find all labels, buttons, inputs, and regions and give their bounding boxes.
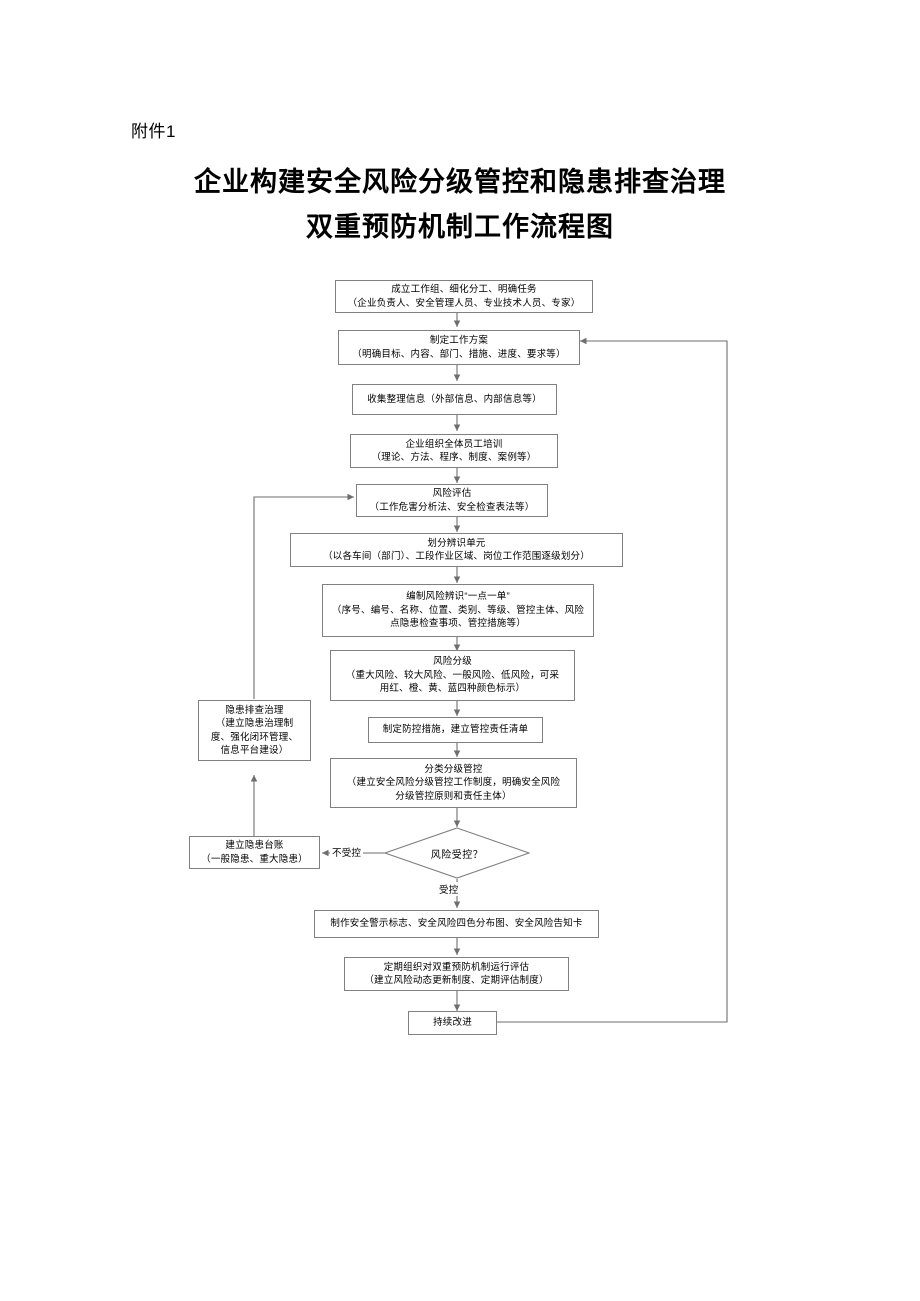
flow-node-identification-units[interactable]: 划分辨识单元 （以各车间（部门）、工段作业区域、岗位工作范围逐级划分）	[290, 533, 623, 567]
flow-node-line: 风险分级	[433, 656, 472, 668]
flow-node-line: 编制风险辨识“一点一单”	[406, 591, 510, 603]
flow-node-risk-assessment[interactable]: 风险评估 （工作危害分析法、安全检查表法等）	[356, 484, 548, 517]
flow-node-establish-workgroup[interactable]: 成立工作组、细化分工、明确任务 （企业负责人、安全管理人员、专业技术人员、专家）	[335, 280, 593, 313]
edge-label-not-controlled: 不受控	[330, 845, 364, 859]
flow-node-line: （一般隐患、重大隐患）	[201, 853, 308, 865]
flow-node-line: 持续改进	[433, 1017, 472, 1029]
flow-node-line: 分类分级管控	[424, 763, 483, 775]
flow-node-line: 信息平台建设）	[220, 745, 289, 756]
flow-node-line: 企业组织全体员工培训	[405, 438, 503, 450]
flow-node-continuous-improvement[interactable]: 持续改进	[408, 1011, 497, 1035]
flow-node-line: （企业负责人、安全管理人员、专业技术人员、专家）	[347, 297, 581, 309]
flow-node-risk-controlled-decision[interactable]: 风险受控？	[384, 827, 530, 879]
flow-node-line: 分级管控原则和责任主体）	[395, 790, 512, 802]
flow-node-line: （重大风险、较大风险、一般风险、低风险，可采	[345, 669, 560, 681]
flow-node-work-plan[interactable]: 制定工作方案 （明确目标、内容、部门、措施、进度、要求等）	[338, 330, 580, 365]
flow-node-line: 定期组织对双重预防机制运行评估	[383, 961, 530, 973]
flow-node-risk-grading[interactable]: 风险分级 （重大风险、较大风险、一般风险、低风险，可采 用红、橙、黄、蓝四种颜色…	[330, 650, 575, 701]
flow-node-line: （序号、编号、名称、位置、类别、等级、管控主体、风险	[331, 604, 585, 616]
flow-node-line: 制作安全警示标志、安全风险四色分布图、安全风险告知卡	[330, 918, 583, 930]
page-title: 企业构建安全风险分级管控和隐患排查治理 双重预防机制工作流程图	[0, 160, 920, 250]
flow-node-line: （理论、方法、程序、制度、案例等）	[371, 452, 537, 463]
flow-node-hazard-ledger[interactable]: 建立隐患台账 （一般隐患、重大隐患）	[189, 836, 320, 869]
flow-node-line: 风险受控？	[430, 849, 484, 861]
flow-node-line: 风险评估	[432, 488, 472, 499]
attachment-label: 附件1	[131, 122, 176, 141]
flow-node-risk-identification-list[interactable]: 编制风险辨识“一点一单” （序号、编号、名称、位置、类别、等级、管控主体、风险 …	[322, 584, 594, 637]
flow-node-line: 点隐患检查事项、管控措施等）	[390, 618, 526, 630]
flow-node-line: 成立工作组、细化分工、明确任务	[391, 284, 537, 295]
flow-node-control-measures[interactable]: 制定防控措施，建立管控责任清单	[368, 717, 543, 743]
flow-node-line: 用红、橙、黄、蓝四种颜色标示）	[379, 683, 526, 695]
edge-label-controlled: 受控	[437, 882, 461, 896]
flow-node-line: 制定防控措施，建立管控责任清单	[382, 724, 529, 736]
page-title-line-2: 双重预防机制工作流程图	[306, 212, 614, 242]
flow-node-line: 建立隐患台账	[225, 840, 284, 851]
flow-node-line: （明确目标、内容、部门、措施、进度、要求等）	[352, 348, 566, 360]
flow-node-line: （建立安全风险分级管控工作制度，明确安全风险	[346, 777, 561, 789]
flow-node-line: 制定工作方案	[429, 335, 489, 346]
flow-node-safety-signage[interactable]: 制作安全警示标志、安全风险四色分布图、安全风险告知卡	[314, 910, 599, 938]
flow-node-line: 划分辨识单元	[427, 537, 486, 549]
flow-node-line: 收集整理信息（外部信息、内部信息等）	[367, 393, 542, 405]
flow-node-periodic-evaluation[interactable]: 定期组织对双重预防机制运行评估 （建立风险动态更新制度、定期评估制度）	[344, 957, 569, 991]
flow-node-line: 度、强化闭环管理、	[210, 731, 299, 743]
flow-node-line: （以各车间（部门）、工段作业区域、岗位工作范围逐级划分）	[323, 551, 590, 562]
flow-node-classified-control[interactable]: 分类分级管控 （建立安全风险分级管控工作制度，明确安全风险 分级管控原则和责任主…	[330, 758, 577, 808]
page-title-line-1: 企业构建安全风险分级管控和隐患排查治理	[194, 167, 726, 197]
flow-node-line: 隐患排查治理	[225, 704, 284, 716]
flow-node-hazard-investigation[interactable]: 隐患排查治理 （建立隐患治理制 度、强化闭环管理、 信息平台建设）	[198, 700, 311, 761]
flow-node-collect-information[interactable]: 收集整理信息（外部信息、内部信息等）	[352, 384, 557, 415]
flow-node-line: （建立隐患治理制	[215, 718, 294, 729]
flow-node-line: （建立风险动态更新制度、定期评估制度）	[364, 975, 549, 986]
flow-node-staff-training[interactable]: 企业组织全体员工培训 （理论、方法、程序、制度、案例等）	[350, 434, 558, 468]
flow-node-line: （工作危害分析法、安全检查表法等）	[369, 501, 535, 513]
